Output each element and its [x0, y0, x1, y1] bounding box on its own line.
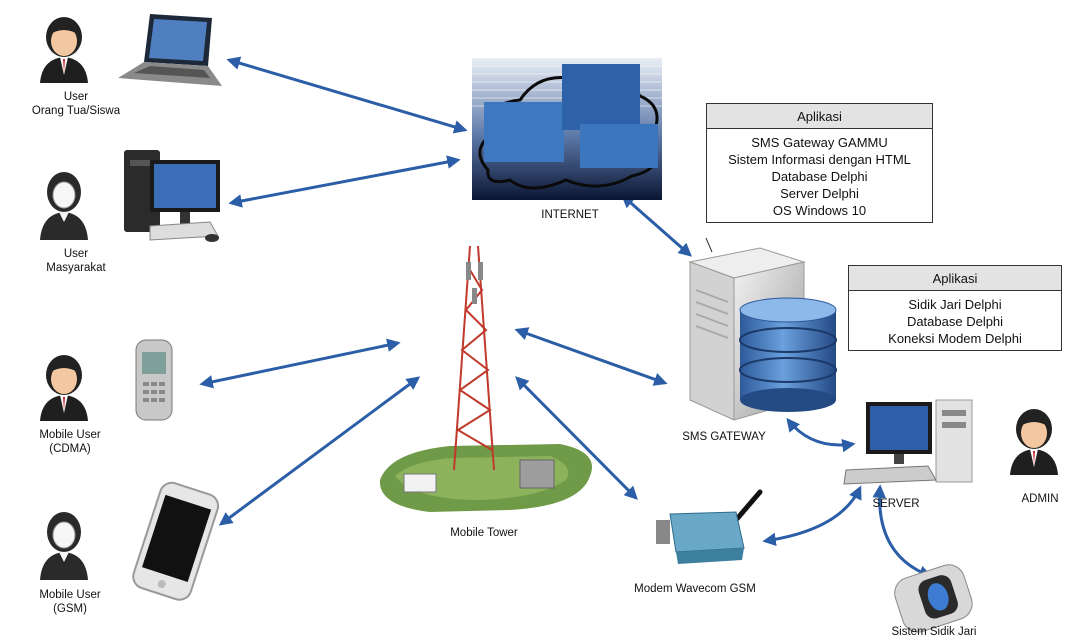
- person-icon-public: [40, 172, 88, 240]
- label-mobile-tower: Mobile Tower: [450, 527, 518, 539]
- desktop-pc-icon: [124, 150, 220, 242]
- label-server: SERVER: [872, 498, 920, 510]
- server-computer-icon: [843, 399, 973, 485]
- label-user-public: User Masyarakat: [30, 247, 122, 275]
- label-mobile-cdma-line1: Mobile User: [39, 429, 101, 441]
- arrow-gsm-tower: [218, 376, 421, 526]
- smartphone-icon: [132, 481, 220, 601]
- label-fingerprint: Sistem Sidik Jari: [891, 626, 977, 638]
- app-box-server-item: Sidik Jari Delphi: [908, 297, 1002, 312]
- app-box-server-item: Koneksi Modem Delphi: [888, 331, 1022, 346]
- app-box-server-title: Aplikasi: [849, 266, 1061, 291]
- label-mobile-cdma-line2: (CDMA): [49, 443, 91, 455]
- app-box-gateway-item: Server Delphi: [780, 186, 859, 201]
- person-icon-gsm: [40, 512, 88, 580]
- label-mobile-gsm-line2: (GSM): [53, 603, 87, 615]
- person-icon-cdma: [40, 355, 88, 421]
- label-user-parent-line1: User: [63, 91, 89, 103]
- connection-arrows: [199, 56, 933, 579]
- gateway-server-icon: [688, 247, 837, 421]
- app-box-server: Aplikasi Sidik Jari Delphi Database Delp…: [848, 265, 1062, 351]
- person-icon-parent: [40, 17, 88, 83]
- arrow-fingerprint-server: [872, 484, 933, 579]
- label-mobile-gsm: Mobile User (GSM): [22, 588, 118, 616]
- arrow-tower-modem: [515, 376, 638, 500]
- app-box-gateway-item: Database Delphi: [771, 169, 868, 184]
- arrow-cdma-tower: [199, 338, 401, 389]
- fingerprint-scanner-icon: [894, 564, 973, 633]
- label-admin: ADMIN: [1021, 493, 1059, 505]
- feature-phone-icon: [135, 339, 173, 421]
- label-user-public-line2: Masyarakat: [46, 262, 106, 274]
- laptop-icon: [118, 14, 222, 86]
- arrow-internet-gateway: [620, 194, 693, 257]
- app-box-gateway-item: OS Windows 10: [772, 203, 867, 218]
- person-icon-admin: [1010, 409, 1058, 475]
- label-internet: INTERNET: [541, 209, 599, 221]
- arrow-desktop-internet: [228, 155, 461, 208]
- app-box-gateway-title: Aplikasi: [707, 104, 932, 129]
- label-sms-gateway: SMS GATEWAY: [682, 431, 766, 443]
- arrow-modem-server: [762, 485, 862, 547]
- app-box-gateway: Aplikasi SMS Gateway GAMMU Sistem Inform…: [706, 103, 933, 223]
- mobile-tower-icon: [379, 245, 592, 512]
- label-mobile-cdma: Mobile User (CDMA): [22, 428, 118, 456]
- label-user-parent-line2: Orang Tua/Siswa: [31, 105, 121, 117]
- callout-lines: [705, 237, 713, 253]
- arrow-tower-gateway: [514, 327, 668, 386]
- modem-icon: [656, 489, 763, 564]
- arrow-laptop-internet: [226, 56, 468, 134]
- app-box-gateway-item: Sistem Informasi dengan HTML: [728, 152, 911, 167]
- app-box-gateway-item: SMS Gateway GAMMU: [751, 135, 888, 150]
- label-user-parent: User Orang Tua/Siswa: [30, 90, 122, 118]
- internet-cloud-icon: [472, 58, 662, 200]
- label-user-public-line1: User: [63, 248, 89, 260]
- label-modem: Modem Wavecom GSM: [634, 583, 756, 595]
- arrow-gateway-server: [786, 417, 856, 453]
- label-mobile-gsm-line1: Mobile User: [39, 589, 101, 601]
- app-box-server-item: Database Delphi: [906, 314, 1004, 329]
